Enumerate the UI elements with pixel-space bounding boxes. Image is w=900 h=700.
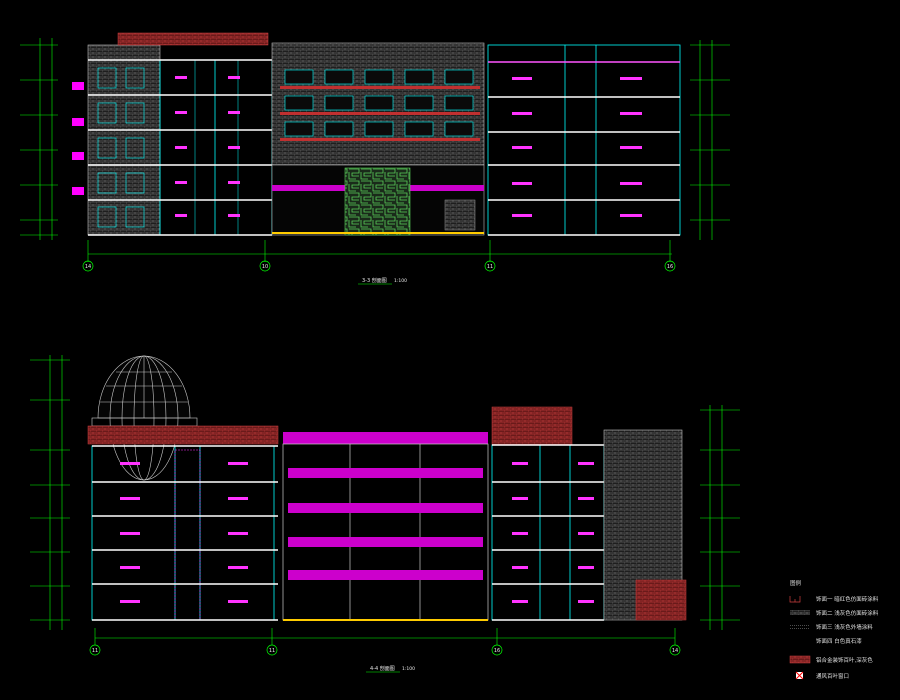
legend-item-1: 饰面一 暗红色仿面砖涂料 [789, 595, 879, 603]
svg-text:11: 11 [92, 648, 98, 654]
axis-bubble-top-3: 11 [484, 260, 496, 272]
legend-item-3: 饰面三 浅灰色外墙涂料 [790, 623, 873, 631]
svg-text:饰面四 白色真石漆: 饰面四 白色真石漆 [816, 637, 862, 645]
svg-text:16: 16 [494, 648, 500, 654]
right-wing-rooms [487, 44, 681, 236]
svg-text:饰面三 浅灰色外墙涂料: 饰面三 浅灰色外墙涂料 [816, 623, 873, 631]
red-panel-icon [789, 655, 811, 664]
axis-bubble-bottom-1: 11 [89, 644, 101, 656]
legend-title: 图例 [790, 579, 802, 587]
light-hatch-icon [790, 624, 810, 629]
lobby-screen-panel [344, 167, 411, 236]
section-3-3-drawing: 14 10 11 16 3-3 剖面图 1:100 [20, 32, 730, 285]
svg-text:14: 14 [672, 648, 678, 654]
room-tags-bottom [120, 462, 594, 603]
left-accent-1 [72, 82, 84, 90]
legend: 图例 饰面一 暗红色仿面砖涂料 饰面二 浅灰色仿面砖涂料 饰面三 浅灰色外墙涂料… [789, 579, 879, 680]
brick-pattern-icon [789, 596, 801, 603]
observatory-dome [91, 355, 198, 481]
axis-bubble-top-2: 10 [259, 260, 271, 272]
roof-band-right [491, 406, 573, 446]
right-elevation-marks [690, 40, 730, 240]
axis-bubble-bottom-2: 11 [266, 644, 278, 656]
left-accent-4 [72, 187, 84, 195]
axis-bubble-bottom-3: 16 [491, 644, 503, 656]
right-elevation-marks-bottom [700, 405, 740, 630]
drawing-title-4-4: 4-4 剖面图 [370, 665, 395, 672]
axis-bubble-top-4: 16 [664, 260, 676, 272]
legend-item-2: 饰面二 浅灰色仿面砖涂料 [790, 609, 879, 617]
stair-core [174, 449, 201, 621]
center-red-bands [280, 86, 480, 141]
left-accent-2 [72, 118, 84, 126]
svg-text:14: 14 [85, 264, 91, 270]
roof-parapet-brick [117, 32, 269, 46]
right-base-brick [635, 579, 687, 621]
drawing-scale-4-4: 1:100 [402, 666, 415, 672]
axis-bubble-bottom-4: 14 [669, 644, 681, 656]
legend-item-5: 铝合金装饰百叶,深灰色 [789, 655, 873, 664]
svg-text:16: 16 [667, 264, 673, 270]
lobby-accent-right [410, 185, 484, 191]
svg-text:10: 10 [262, 264, 268, 270]
left-elevation-marks-bottom [30, 355, 70, 630]
right-wing-slabs-bottom [492, 444, 604, 621]
lobby-side-panel [444, 199, 476, 231]
left-wing-slabs-bottom [92, 445, 278, 621]
left-elevation-marks [20, 38, 58, 240]
vent-x-icon [795, 671, 804, 680]
center-facade-windows [284, 69, 474, 137]
drawing-scale-3-3: 1:100 [394, 278, 407, 284]
right-wing-room-tags [175, 76, 642, 217]
lobby-accent-left [272, 185, 347, 191]
atrium-roof-band [283, 432, 488, 444]
svg-text:11: 11 [269, 648, 275, 654]
svg-text:饰面二 浅灰色仿面砖涂料: 饰面二 浅灰色仿面砖涂料 [816, 609, 879, 617]
roof-band-left [87, 425, 279, 445]
left-tower-cladding [87, 44, 161, 236]
axis-bubble-top-1: 14 [82, 260, 94, 272]
legend-item-6: 通风百叶窗口 [795, 671, 849, 680]
svg-text:铝合金装饰百叶,深灰色: 铝合金装饰百叶,深灰色 [816, 656, 873, 664]
blank-icon [790, 638, 810, 643]
left-accent-3 [72, 152, 84, 160]
drawing-title-3-3: 3-3 剖面图 [362, 277, 387, 284]
left-tower-windows [97, 67, 145, 228]
svg-text:11: 11 [487, 264, 493, 270]
gray-hatch-icon [790, 610, 810, 615]
svg-text:通风百叶窗口: 通风百叶窗口 [816, 672, 849, 680]
left-wing-slabs [88, 59, 272, 236]
section-4-4-drawing: 11 11 16 14 4-4 剖面图 1:100 [30, 355, 740, 673]
atrium-balconies [288, 468, 483, 580]
svg-text:饰面一 暗红色仿面砖涂料: 饰面一 暗红色仿面砖涂料 [816, 595, 879, 603]
legend-item-4: 饰面四 白色真石漆 [790, 637, 862, 645]
